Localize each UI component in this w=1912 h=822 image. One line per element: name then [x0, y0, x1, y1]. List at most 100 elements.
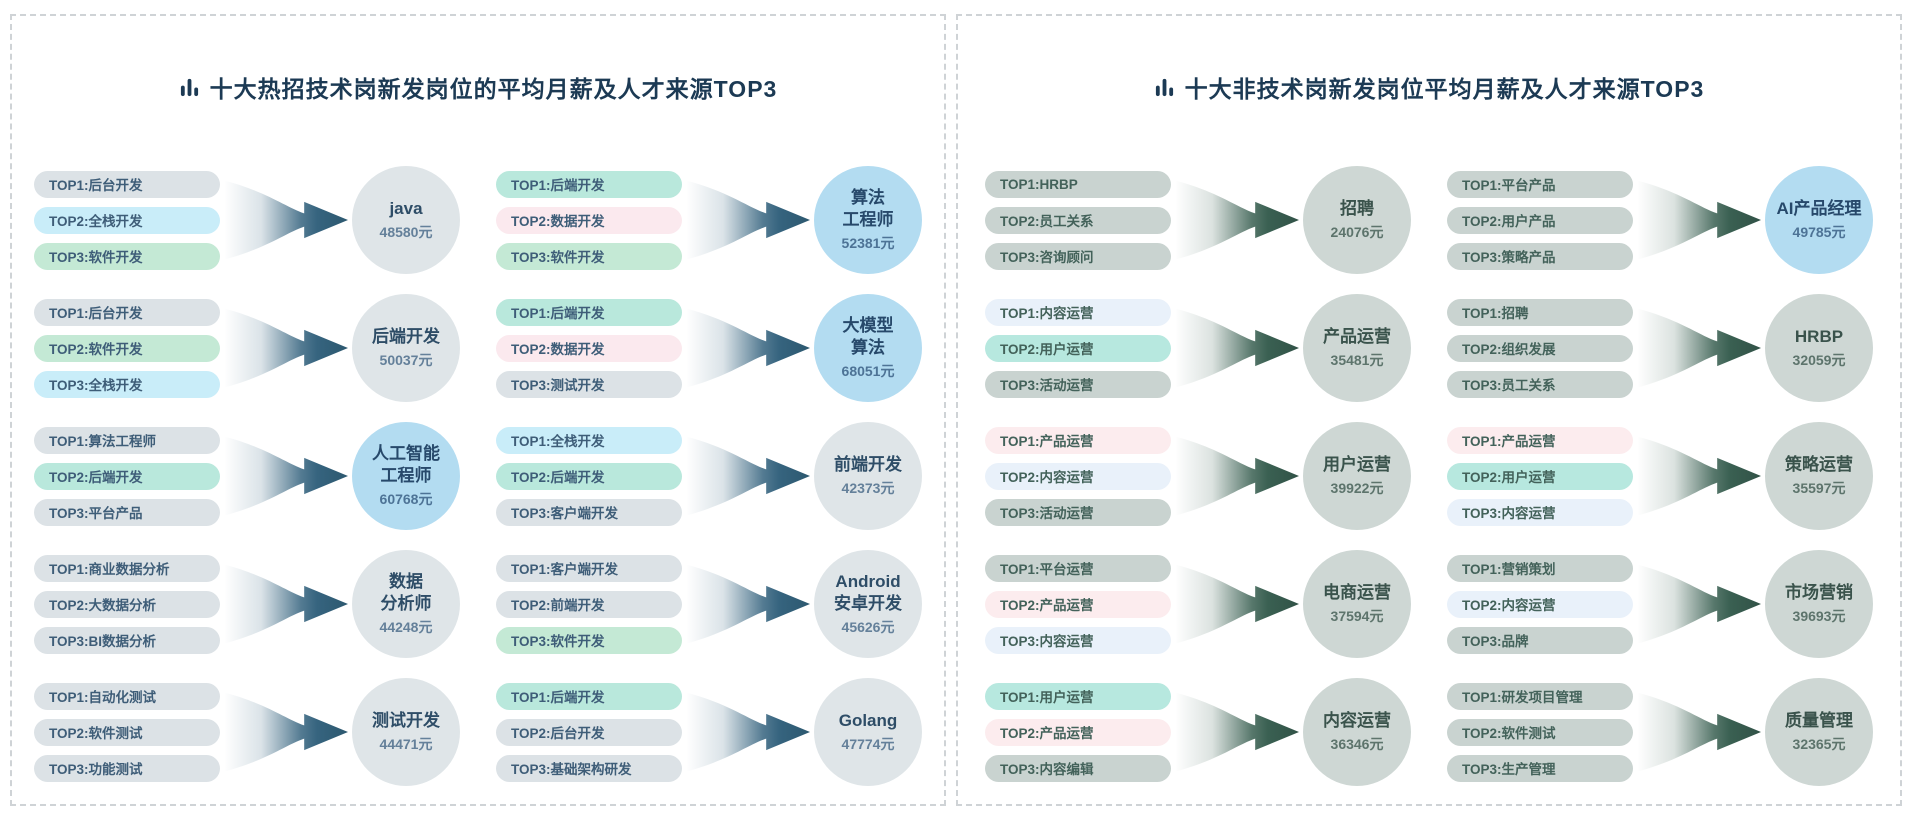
- flow-arrow-icon: [1171, 558, 1303, 650]
- target-role-name: 招聘: [1340, 198, 1374, 218]
- target-role-circle: 后端开发 50037元: [352, 294, 460, 402]
- target-role-name: 数据 分析师: [380, 572, 432, 613]
- source-pill-top3: TOP3:全栈开发: [34, 370, 220, 398]
- source-pill-top2: TOP2:内容运营: [1447, 590, 1633, 618]
- source-pill-top3: TOP3:内容编辑: [985, 754, 1171, 782]
- target-role-salary: 32059元: [1792, 352, 1846, 369]
- target-role-salary: 50037元: [379, 352, 433, 369]
- target-role-circle: AI产品经理 49785元: [1765, 166, 1873, 274]
- source-pill-top2: TOP2:前端开发: [496, 590, 682, 618]
- source-pill-top1: TOP1:后台开发: [34, 170, 220, 198]
- source-pill-top1: TOP1:后端开发: [496, 298, 682, 326]
- source-pill-top2: TOP2:员工关系: [985, 206, 1171, 234]
- bar-chart-icon: [1154, 77, 1175, 98]
- source-pill-top2: TOP2:软件测试: [1447, 718, 1633, 746]
- target-role-name: Golang: [838, 710, 898, 730]
- flow-arrow-icon: [1171, 686, 1303, 778]
- target-role-salary: 68051元: [841, 362, 895, 379]
- source-pill-top2: TOP2:大数据分析: [34, 590, 220, 618]
- target-role-name: 用户运营: [1323, 454, 1391, 474]
- source-pill-top3: TOP3:功能测试: [34, 754, 220, 782]
- source-pill-top3: TOP3:内容运营: [1447, 498, 1633, 526]
- target-role-salary: 35481元: [1330, 352, 1384, 369]
- target-role-name: 人工智能 工程师: [372, 444, 440, 485]
- source-pill-top3: TOP3:BI数据分析: [34, 626, 220, 654]
- source-pill-top3: TOP3:客户端开发: [496, 498, 682, 526]
- flow-arrow-icon: [682, 558, 814, 650]
- source-pill-top1: TOP1:算法工程师: [34, 426, 220, 454]
- source-pill-top3: TOP3:策略产品: [1447, 242, 1633, 270]
- source-pill-top2: TOP2:用户运营: [1447, 462, 1633, 490]
- source-pill-top3: TOP3:员工关系: [1447, 370, 1633, 398]
- flow-arrow-icon: [682, 686, 814, 778]
- target-role-circle: 招聘 24076元: [1303, 166, 1411, 274]
- flow-arrow-icon: [1633, 686, 1765, 778]
- flow-arrow-icon: [220, 686, 352, 778]
- source-pill-top1: TOP1:全栈开发: [496, 426, 682, 454]
- target-role-salary: 32365元: [1792, 736, 1846, 753]
- flow-arrow-icon: [220, 558, 352, 650]
- source-pill-top1: TOP1:营销策划: [1447, 554, 1633, 582]
- source-pill-top2: TOP2:用户产品: [1447, 206, 1633, 234]
- target-role-salary: 49785元: [1792, 224, 1846, 241]
- target-role-salary: 24076元: [1330, 224, 1384, 241]
- flow-arrow-icon: [1171, 430, 1303, 522]
- source-pills: TOP1:自动化测试 TOP2:软件测试 TOP3:功能测试: [34, 682, 220, 782]
- source-pill-top3: TOP3:品牌: [1447, 626, 1633, 654]
- source-pill-top3: TOP3:测试开发: [496, 370, 682, 398]
- source-pill-top3: TOP3:软件开发: [34, 242, 220, 270]
- source-pill-top3: TOP3:活动运营: [985, 370, 1171, 398]
- source-pill-top1: TOP1:用户运营: [985, 682, 1171, 710]
- panel-title: 十大非技术岗新发岗位平均月薪及人才来源TOP3: [1184, 76, 1705, 102]
- flow-arrow-icon: [1633, 302, 1765, 394]
- target-role-salary: 39922元: [1330, 480, 1384, 497]
- source-pill-top2: TOP2:产品运营: [985, 590, 1171, 618]
- source-pill-top1: TOP1:自动化测试: [34, 682, 220, 710]
- source-pill-top2: TOP2:数据开发: [496, 334, 682, 362]
- source-pill-top2: TOP2:用户运营: [985, 334, 1171, 362]
- target-role-name: java: [389, 198, 423, 218]
- source-pills: TOP1:商业数据分析 TOP2:大数据分析 TOP3:BI数据分析: [34, 554, 220, 654]
- target-role-salary: 52381元: [841, 234, 895, 251]
- target-role-name: 前端开发: [834, 454, 902, 474]
- source-pill-top2: TOP2:软件测试: [34, 718, 220, 746]
- flow-arrow-icon: [220, 302, 352, 394]
- source-pill-top3: TOP3:咨询顾问: [985, 242, 1171, 270]
- target-role-name: AI产品经理: [1776, 198, 1862, 218]
- flow-arrow-icon: [1633, 558, 1765, 650]
- target-role-name: 后端开发: [372, 326, 440, 346]
- source-pill-top1: TOP1:商业数据分析: [34, 554, 220, 582]
- source-pill-top1: TOP1:产品运营: [1447, 426, 1633, 454]
- source-pill-top3: TOP3:内容运营: [985, 626, 1171, 654]
- panel-title: 十大热招技术岗新发岗位的平均月薪及人才来源TOP3: [209, 76, 778, 102]
- source-pill-top1: TOP1:客户端开发: [496, 554, 682, 582]
- source-pill-top3: TOP3:生产管理: [1447, 754, 1633, 782]
- source-pills: TOP1:产品运营 TOP2:用户运营 TOP3:内容运营: [1447, 426, 1633, 526]
- target-role-name: 策略运营: [1785, 454, 1853, 474]
- source-pill-top3: TOP3:活动运营: [985, 498, 1171, 526]
